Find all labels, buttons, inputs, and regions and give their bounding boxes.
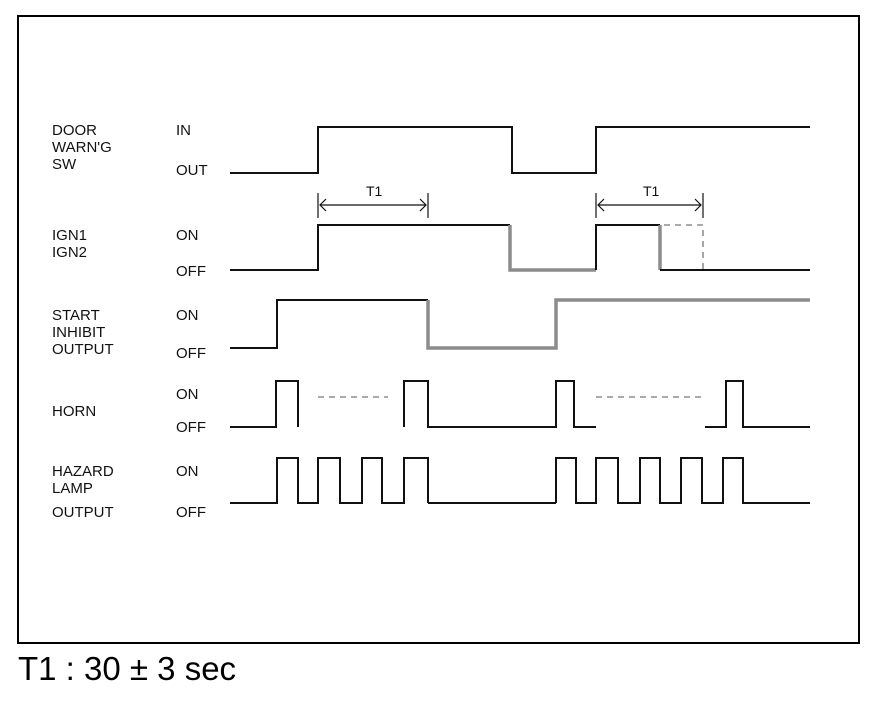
horn-waveform-last-pulse (705, 380, 810, 428)
ign-high-label: ON (176, 227, 199, 244)
ign-label-line2: IGN2 (52, 244, 87, 261)
t1-label-first: T1 (366, 183, 383, 199)
start-inhibit-waveform (230, 299, 428, 349)
hazard-lamp-label-line1: HAZARD (52, 463, 114, 480)
start-inhibit-high-label: ON (176, 307, 199, 324)
door-switch-label-line2: WARN'G (52, 139, 112, 156)
horn-label: HORN (52, 403, 96, 420)
ign-waveform-second-pulse (595, 224, 660, 270)
ign-waveform (230, 224, 510, 271)
door-switch-waveform (230, 126, 810, 174)
hazard-lamp-high-label: ON (176, 463, 199, 480)
t1-duration-caption: T1 : 30 ± 3 sec (18, 650, 237, 687)
diagram-frame (17, 15, 860, 644)
hazard-lamp-label-line3: OUTPUT (52, 504, 114, 521)
start-inhibit-waveform-off-segment (426, 298, 810, 350)
start-inhibit-label-line1: START (52, 307, 100, 324)
horn-low-label: OFF (176, 419, 206, 436)
hazard-lamp-low-label: OFF (176, 504, 206, 521)
ign-waveform-off-segment (508, 225, 596, 272)
t1-label-second: T1 (643, 183, 660, 199)
start-inhibit-label-line3: OUTPUT (52, 341, 114, 358)
ign-low-label: OFF (176, 263, 206, 280)
t1-dimension-first: T1 (317, 183, 429, 218)
hazard-lamp-waveform-first-burst (230, 457, 429, 504)
t1-dimension-second: T1 (595, 183, 704, 218)
door-switch-label-line1: DOOR (52, 122, 97, 139)
door-switch-low-label: OUT (176, 162, 208, 179)
horn-high-label: ON (176, 386, 199, 403)
door-switch-high-label: IN (176, 122, 191, 139)
hazard-lamp-waveform-second-burst (555, 457, 810, 504)
ign-timer-dashed-extension (664, 224, 704, 270)
ign-label-line1: IGN1 (52, 227, 87, 244)
horn-waveform-second-pulse (403, 380, 596, 428)
start-inhibit-low-label: OFF (176, 345, 206, 362)
hazard-lamp-label-line2: LAMP (52, 480, 93, 497)
door-switch-label-line3: SW (52, 156, 77, 173)
start-inhibit-label-line2: INHIBIT (52, 324, 105, 341)
horn-waveform-first-pulse (230, 380, 299, 428)
